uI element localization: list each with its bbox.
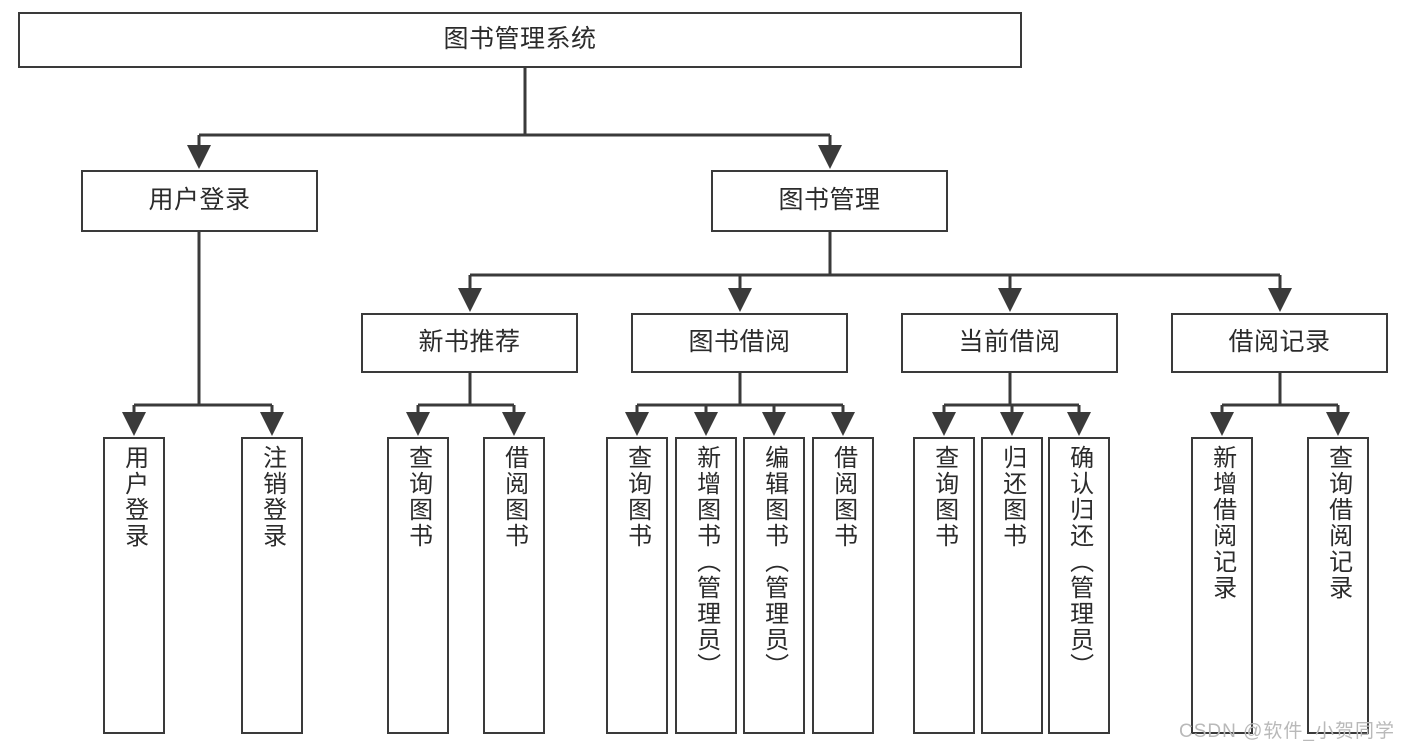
node-label: 图书管理系统 [443,25,597,54]
node-label: 用户登录 [148,186,251,215]
node-label: 查询图书 [930,445,958,549]
node-label: 新增图书（管理员） [692,445,720,679]
watermark-text: CSDN @软件_小贺同学 [1179,721,1395,742]
node-label: 借阅记录 [1228,328,1331,357]
leaf-record-add-record[interactable]: 新增借阅记录 [1191,437,1253,734]
leaf-record-query-record[interactable]: 查询借阅记录 [1307,437,1369,734]
leaf-borrow-edit-book-admin[interactable]: 编辑图书（管理员） [743,437,805,734]
node-label: 用户登录 [120,445,148,549]
node-label: 编辑图书（管理员） [760,445,788,679]
node-borrow-record[interactable]: 借阅记录 [1171,313,1388,373]
leaf-borrow-query-book[interactable]: 查询图书 [606,437,668,734]
node-label: 借阅图书 [829,445,857,549]
leaf-borrow-borrow-book[interactable]: 借阅图书 [812,437,874,734]
node-label: 当前借阅 [958,328,1061,357]
node-label: 查询借阅记录 [1324,445,1352,601]
leaf-newbook-borrow-book[interactable]: 借阅图书 [483,437,545,734]
node-label: 新书推荐 [418,328,521,357]
node-label: 归还图书 [998,445,1026,549]
leaf-current-confirm-return-admin[interactable]: 确认归还（管理员） [1048,437,1110,734]
node-user-login[interactable]: 用户登录 [81,170,318,232]
node-label: 确认归还（管理员） [1065,445,1093,679]
node-label: 查询图书 [623,445,651,549]
node-new-book-recommend[interactable]: 新书推荐 [361,313,578,373]
node-root-system[interactable]: 图书管理系统 [18,12,1022,68]
node-label: 借阅图书 [500,445,528,549]
node-label: 注销登录 [258,445,286,549]
node-current-borrow[interactable]: 当前借阅 [901,313,1118,373]
leaf-current-query-book[interactable]: 查询图书 [913,437,975,734]
node-label: 图书管理 [778,186,881,215]
leaf-newbook-query-book[interactable]: 查询图书 [387,437,449,734]
node-label: 新增借阅记录 [1208,445,1236,601]
node-book-management[interactable]: 图书管理 [711,170,948,232]
leaf-logout[interactable]: 注销登录 [241,437,303,734]
node-label: 图书借阅 [688,328,791,357]
leaf-user-login[interactable]: 用户登录 [103,437,165,734]
node-label: 查询图书 [404,445,432,549]
leaf-current-return-book[interactable]: 归还图书 [981,437,1043,734]
leaf-borrow-add-book-admin[interactable]: 新增图书（管理员） [675,437,737,734]
node-book-borrow[interactable]: 图书借阅 [631,313,848,373]
